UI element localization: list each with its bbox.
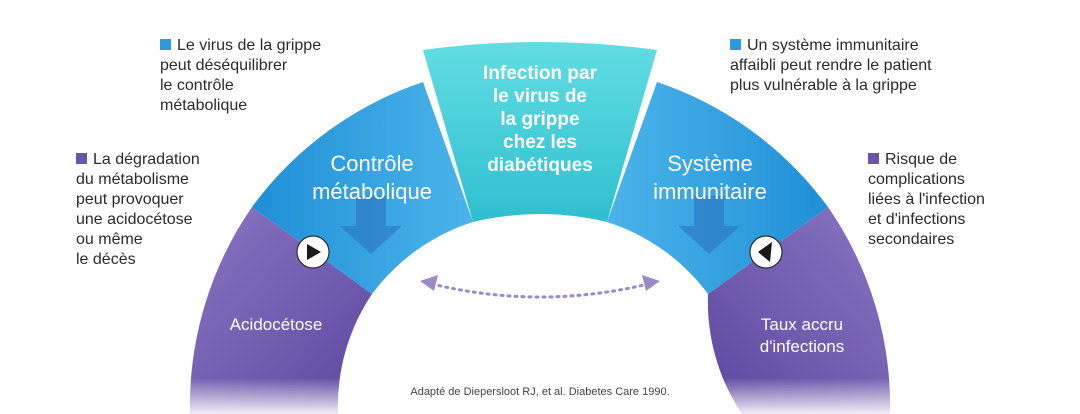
segment-acidocetose	[189, 207, 372, 414]
systeme-immunitaire-label: Système immunitaire	[653, 151, 767, 204]
arrow-down-right-icon	[678, 196, 740, 254]
bullet-square-icon	[160, 39, 171, 50]
bidirectional-dotted-arrow-icon	[420, 275, 660, 299]
bullet-square-icon	[868, 153, 879, 164]
acidocetose-label: Acidocétose	[229, 315, 323, 334]
bullet-square-icon	[730, 39, 741, 50]
segment-infection-center	[423, 42, 657, 222]
note-metabolic-degradation: La dégradation du métabolisme peut provo…	[76, 151, 200, 268]
bullet-square-icon	[76, 153, 87, 164]
note-complication-risk: Risque de complications liées à l'infect…	[868, 151, 985, 248]
note-metabolic-imbalance: Le virus de la grippe peut déséquilibrer…	[160, 37, 322, 114]
pointer-arrow-icon	[749, 235, 783, 269]
taux-accru-label: Taux accru d'infections	[759, 315, 845, 356]
controle-metabolique-label: Contrôle métabolique	[312, 151, 432, 204]
center-label: Infection par le virus de la grippe chez…	[482, 63, 597, 176]
segment-taux-accru	[707, 207, 891, 414]
note-weakened-immunity: Un système immunitaire affaibli peut ren…	[730, 37, 932, 94]
arrow-down-left-icon	[340, 196, 402, 254]
play-arrow-icon	[296, 235, 330, 269]
source-citation: Adapté de Diepersloot RJ, et al. Diabete…	[410, 386, 670, 398]
